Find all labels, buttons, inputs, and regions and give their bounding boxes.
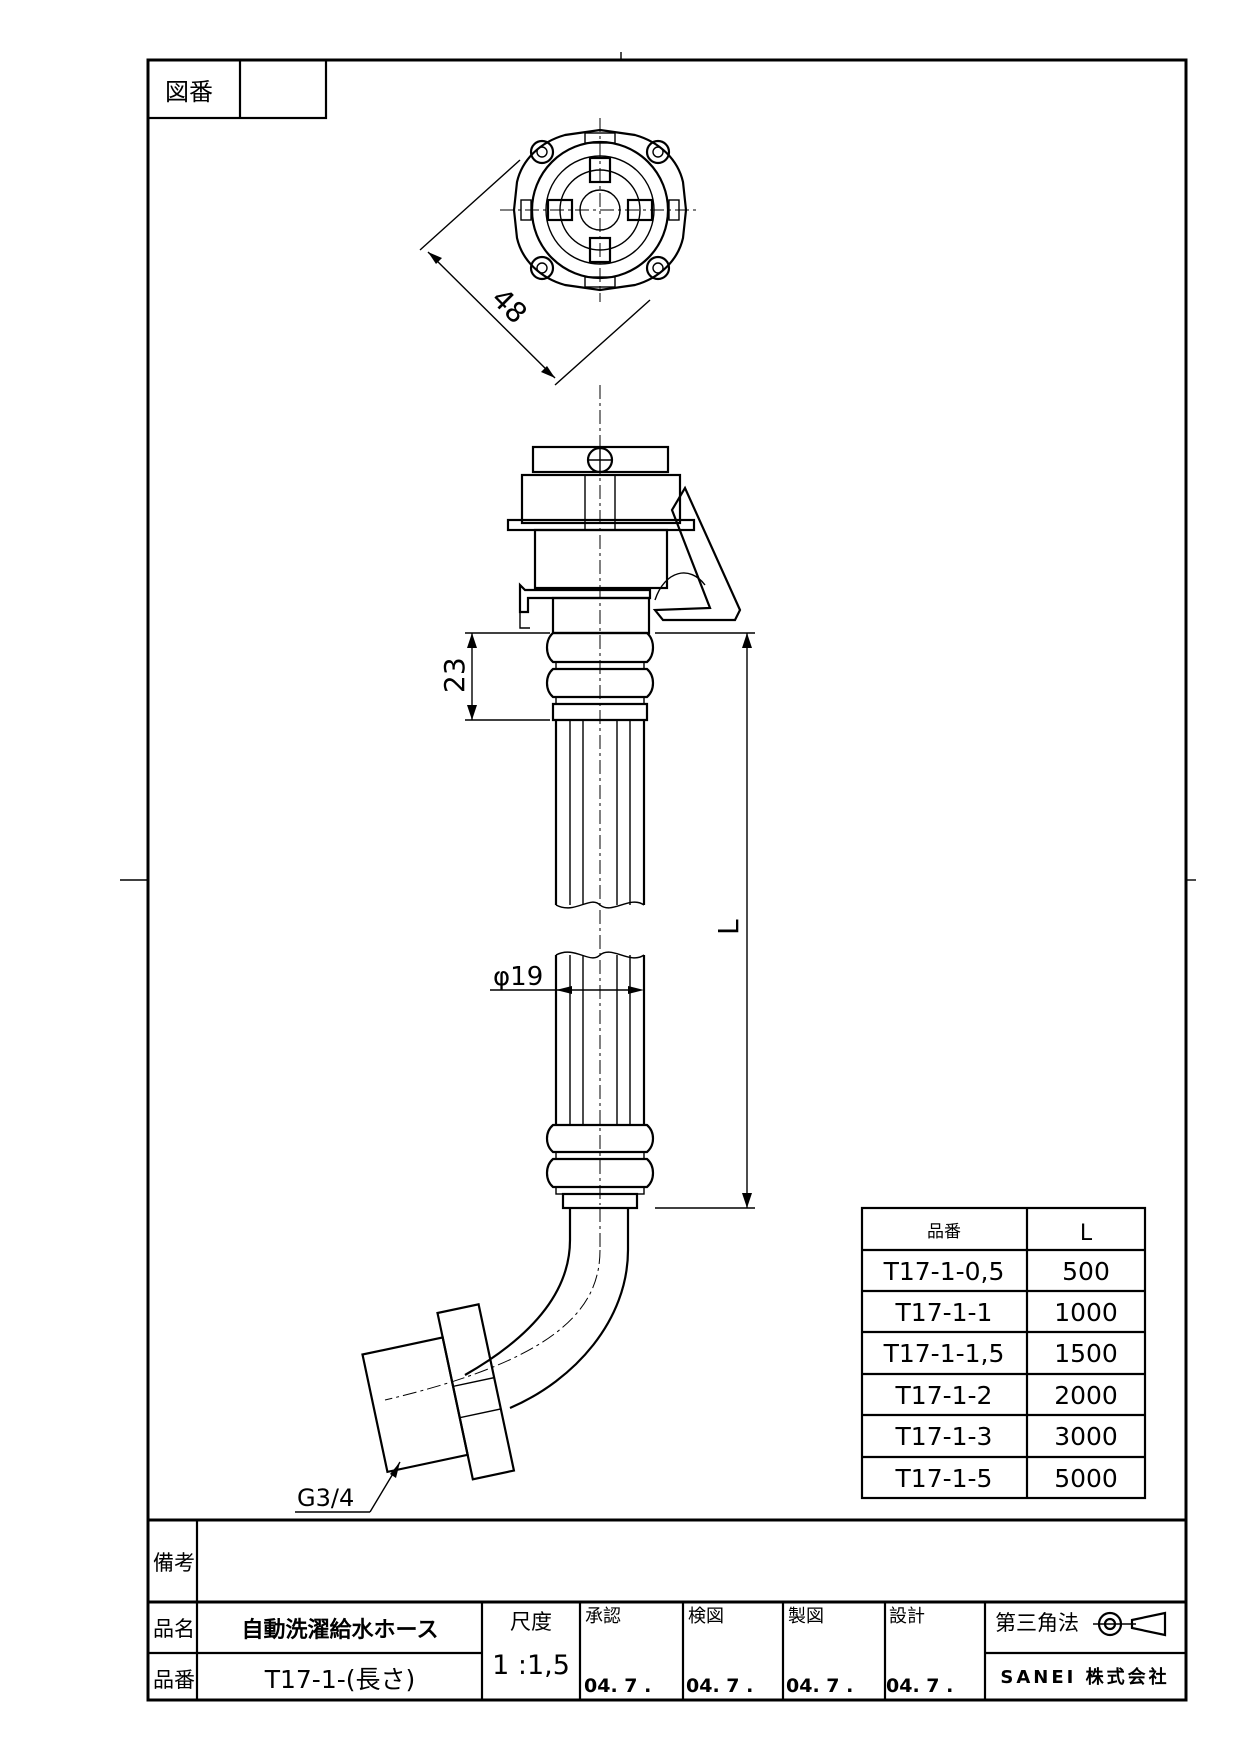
hinban-value: T17-1-(長さ) (264, 1665, 416, 1694)
table-cell: T17-1-1,5 (883, 1339, 1005, 1368)
table-cell: 500 (1062, 1257, 1110, 1286)
table-cell: T17-1-3 (895, 1422, 993, 1451)
scale-label: 尺度 (510, 1610, 552, 1634)
hinmei-label: 品名 (153, 1617, 195, 1641)
drawing-frame (120, 52, 1196, 1702)
check-date: 04. 7 . (686, 1675, 753, 1697)
dimension-L-label: L (712, 919, 745, 935)
dimension-23: 23 (438, 632, 550, 721)
drawing-number-box: 図番 (146, 58, 328, 120)
table-cell: 3000 (1054, 1422, 1118, 1451)
design-date: 04. 7 . (886, 1675, 953, 1697)
top-view-flange (500, 118, 700, 302)
drafting-date: 04. 7 . (786, 1675, 853, 1697)
approval-date: 04. 7 . (584, 1675, 651, 1697)
table-cell: 1500 (1054, 1339, 1118, 1368)
hinban-label: 品番 (153, 1668, 195, 1692)
dimension-phi19-label: φ19 (493, 962, 543, 992)
table-cell: 5000 (1054, 1464, 1118, 1493)
table-cell: T17-1-1 (895, 1298, 993, 1327)
zuban-label: 図番 (165, 78, 213, 106)
projection-label: 第三角法 (995, 1611, 1079, 1635)
table-header-length: L (1080, 1221, 1093, 1246)
dimension-48-label: 48 (485, 282, 534, 331)
table-cell: T17-1-0,5 (883, 1257, 1005, 1286)
approval-label: 承認 (585, 1606, 621, 1627)
dimension-23-label: 23 (438, 657, 471, 693)
check-label: 検図 (688, 1606, 724, 1627)
title-block: 備考 品名 自動洗濯給水ホース 品番 T17-1-(長さ) 尺度 1 :1,5 … (148, 1518, 1186, 1700)
thread-label: G3/4 (297, 1484, 354, 1512)
drafting-label: 製図 (788, 1606, 824, 1627)
hinmei-value: 自動洗濯給水ホース (242, 1617, 439, 1643)
table-cell: 1000 (1054, 1298, 1118, 1327)
dimension-phi19: φ19 (490, 962, 644, 994)
table-cell: T17-1-5 (895, 1464, 993, 1493)
scale-value: 1 :1,5 (492, 1650, 570, 1681)
table-cell: T17-1-2 (895, 1381, 993, 1410)
third-angle-projection-icon (1093, 1611, 1167, 1637)
side-view-fitting (361, 385, 742, 1481)
company-name: SANEI 株式会社 (1000, 1666, 1169, 1688)
design-label: 設計 (889, 1606, 925, 1627)
bikou-label: 備考 (153, 1551, 195, 1575)
table-cell: 2000 (1054, 1381, 1118, 1410)
table-header-part: 品番 (927, 1222, 961, 1242)
dimension-L: L (655, 632, 755, 1209)
length-table: 品番 L T17-1-0,5 500 T17-1-1 1000 T17-1-1,… (860, 1206, 1147, 1500)
thread-leader: G3/4 (295, 1461, 401, 1513)
